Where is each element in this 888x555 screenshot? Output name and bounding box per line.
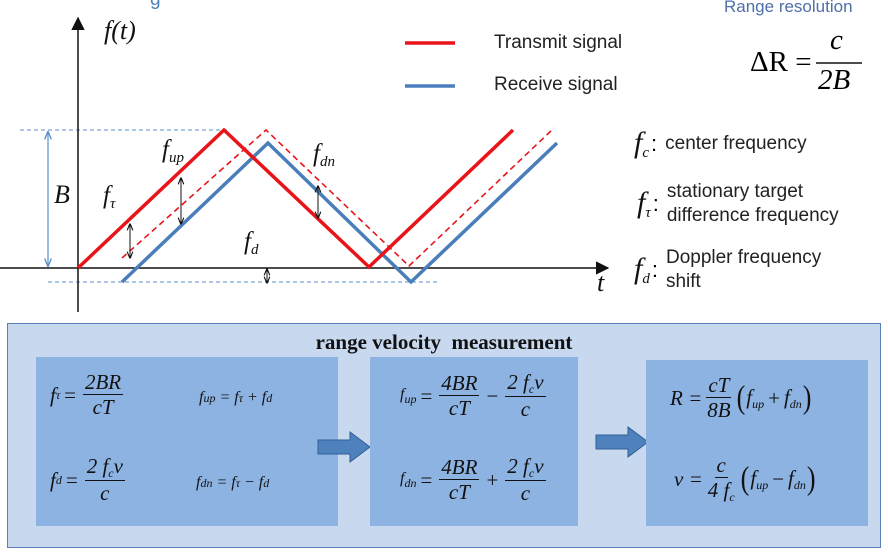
f-tau-label: fτ [103, 182, 116, 212]
formula-velocity: v = c 4 fc ( fup − fdn ) [674, 453, 816, 505]
legend-transmit-label: Transmit signal [494, 32, 623, 53]
flow-arrow-2 [595, 426, 649, 458]
definition-fc: fc : center frequency [634, 126, 807, 161]
x-axis-label: t [597, 268, 605, 297]
receive-signal-line [120, 140, 559, 285]
fmcw-signal-diagram [0, 16, 862, 312]
flow-arrow-1 [317, 431, 371, 463]
panel-title: range velocity measurement [315, 330, 573, 354]
transmit-signal-line [76, 127, 515, 270]
y-axis-label: f(t) [104, 16, 136, 45]
delayed-transmit-dashed [121, 127, 555, 268]
bandwidth-label: B [54, 180, 70, 209]
header-right-partial: Range resolution [724, 0, 853, 16]
resolution-formula-lhs: ΔR = [750, 46, 812, 78]
f-up-label: fup [162, 136, 184, 166]
f-d-label: fd [244, 228, 259, 258]
resolution-formula-den: 2B [818, 64, 851, 96]
resolution-formula-num: c [830, 24, 843, 56]
definition-ftau: fτ : stationary target difference freque… [637, 181, 839, 226]
f-dn-label: fdn [313, 140, 335, 170]
definition-fd: fd : Doppler frequency shift [634, 247, 822, 292]
legend-receive-label: Receive signal [494, 74, 618, 95]
header-left-partial: g [150, 0, 161, 11]
